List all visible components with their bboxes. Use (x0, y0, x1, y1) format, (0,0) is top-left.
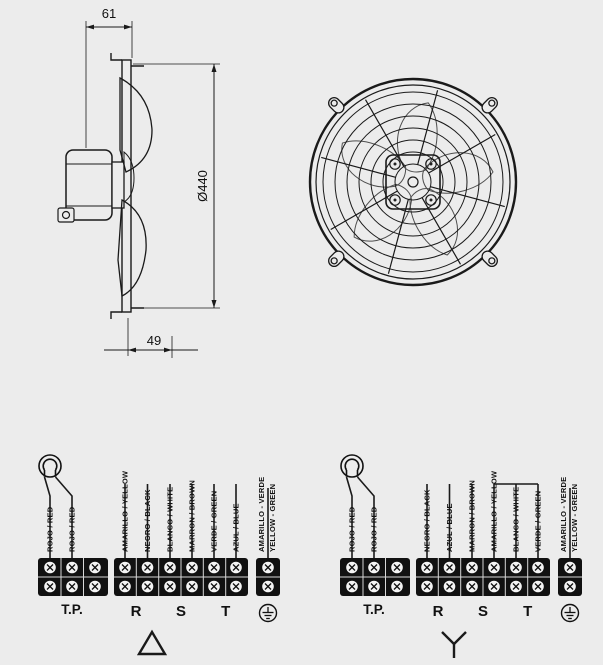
thermal-protector-icon (38, 454, 62, 478)
terminal-label-s: S (478, 603, 488, 620)
ground-wire-label: AMARILLO - VERDE (257, 477, 266, 552)
terminal-label-r: R (433, 603, 444, 620)
terminal-label-r: R (131, 603, 142, 620)
terminal-label-tp: T.P. (61, 602, 83, 617)
ground-wire-label: YELLOW - GREEN (268, 484, 277, 552)
wiring-diagram-star: ROJO / RED ROJO / RED NEGRO / BLACK AZUL… (312, 454, 597, 658)
mounting-lug (481, 250, 498, 267)
dimension-diameter: Ø440 (133, 63, 220, 309)
terminal-label-t: T (221, 603, 230, 620)
terminal-labels-delta: T.P. R S T (61, 602, 278, 623)
shaft-center (407, 176, 419, 188)
wire-label: VERDE / GREEN (210, 491, 219, 552)
wire-labels-star: ROJO / RED ROJO / RED NEGRO / BLACK AZUL… (348, 470, 580, 552)
mounting-lug (328, 97, 345, 114)
terminal-strip (340, 558, 582, 596)
wire-label: AMARILLO / YELLOW (121, 470, 130, 552)
mounting-lug (481, 97, 498, 114)
ground-wire-label: YELLOW - GREEN (570, 484, 579, 552)
motor-mount-plate (385, 154, 441, 210)
wires-star (345, 476, 571, 558)
dimension-width: 61 (85, 6, 133, 148)
wire-label: NEGRO / BLACK (143, 489, 152, 552)
wiring-diagram-delta: ROJO / RED ROJO / RED AMARILLO / YELLOW … (10, 454, 295, 656)
mounting-lug (328, 250, 345, 267)
hub-bolt (389, 158, 401, 170)
ground-symbol-icon (258, 603, 278, 623)
wire-label: MARRON / BROWN (468, 480, 477, 552)
fan-guard-front-view (308, 77, 518, 287)
wire-label: ROJO / RED (68, 506, 77, 552)
wire-label: VERDE / GREEN (534, 491, 543, 552)
terminal-label-t: T (523, 603, 532, 620)
dimension-width-label: 61 (102, 6, 116, 21)
fan-side-view: 61 (57, 6, 220, 358)
wire-label: BLANCO / WHITE (166, 487, 175, 552)
wire-label: ROJO / RED (348, 506, 357, 552)
hub-bolt (389, 194, 401, 206)
wire-label: AZUL / BLUE (445, 503, 454, 552)
terminal-strip (38, 558, 280, 596)
wire-label: ROJO / RED (46, 506, 55, 552)
terminal-label-tp: T.P. (363, 602, 385, 617)
wire-label: ROJO / RED (370, 506, 379, 552)
fan-blades-side (117, 76, 153, 297)
dimension-depth-label: 49 (147, 333, 161, 348)
motor-body (57, 149, 125, 223)
wire-labels-delta: ROJO / RED ROJO / RED AMARILLO / YELLOW … (46, 470, 278, 552)
mounting-lugs (328, 97, 498, 267)
guard-spokes (321, 90, 505, 274)
guard-grille (322, 91, 504, 273)
wire-label: BLANCO / WHITE (512, 487, 521, 552)
ground-symbol-icon (560, 603, 580, 623)
dimension-diameter-label: Ø440 (195, 170, 210, 202)
wire-label: MARRON / BROWN (188, 480, 197, 552)
wire-label: AZUL / BLUE (232, 503, 241, 552)
dimension-depth: 49 (104, 318, 198, 358)
terminal-labels-star: T.P. R S T (363, 602, 580, 623)
hub-bolt (425, 194, 437, 206)
wire-label: AMARILLO / YELLOW (490, 470, 499, 552)
star-symbol-icon (441, 631, 467, 658)
wires-delta (43, 476, 269, 558)
wire-label: NEGRO / BLACK (423, 489, 432, 552)
guard-ring (308, 77, 518, 287)
motor-bolt (61, 210, 71, 220)
ground-wire-label: AMARILLO - VERDE (559, 477, 568, 552)
terminal-label-s: S (176, 603, 186, 620)
hub-bolt (425, 158, 437, 170)
thermal-protector-icon (340, 454, 364, 478)
delta-symbol-icon (136, 629, 168, 656)
